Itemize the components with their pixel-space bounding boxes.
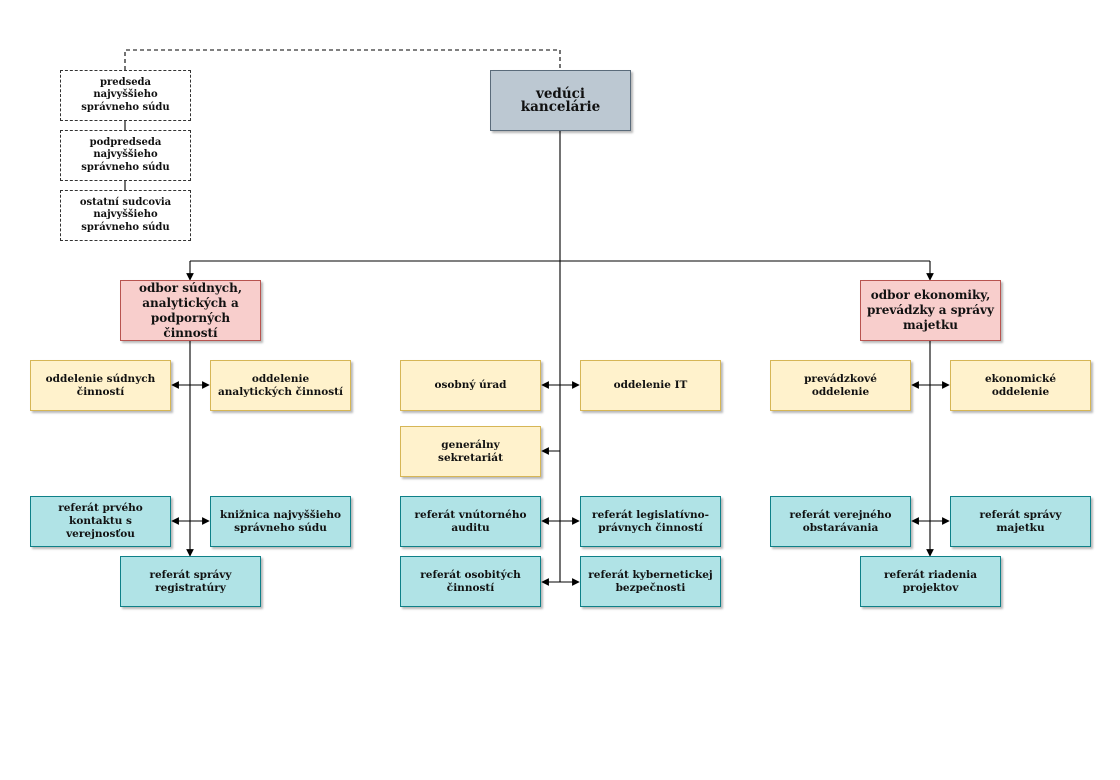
- dept-economic-box: ekonomické oddelenie: [950, 360, 1091, 411]
- head-of-office-label: vedúci kancelárie: [520, 85, 601, 115]
- ref-projects-label: referát riadenia projektov: [883, 568, 978, 594]
- dept-economic-label: ekonomické oddelenie: [984, 372, 1057, 398]
- ref-property-box: referát správy majetku: [950, 496, 1091, 547]
- ref-public-contact-box: referát prvého kontaktu s verejnosťou: [30, 496, 171, 547]
- it-department-label: oddelenie IT: [613, 379, 688, 391]
- general-secretariat-label: generálny sekretariát: [438, 438, 503, 464]
- ref-procurement-label: referát verejného obstarávania: [789, 508, 892, 534]
- left-division-label: odbor súdnych, analytických a podporných…: [138, 280, 243, 340]
- dept-judicial-box: oddelenie súdnych činností: [30, 360, 171, 411]
- ref-property-label: referát správy majetku: [979, 508, 1062, 534]
- dept-operations-box: prevádzkové oddelenie: [770, 360, 911, 411]
- ref-library-box: knižnica najvyššieho správneho súdu: [210, 496, 351, 547]
- dept-judicial-label: oddelenie súdnych činností: [45, 372, 156, 398]
- personnel-office-label: osobný úrad: [434, 379, 507, 391]
- personnel-office-box: osobný úrad: [400, 360, 541, 411]
- vice-chairman-label: podpredseda najvyššieho správneho súdu: [81, 136, 170, 173]
- it-department-box: oddelenie IT: [580, 360, 721, 411]
- right-division-box: odbor ekonomiky, prevádzky a správy maje…: [860, 280, 1001, 341]
- general-secretariat-box: generálny sekretariát: [400, 426, 541, 477]
- dashed-link-court-to-head: [124, 49, 561, 70]
- ref-legislative-box: referát legislatívno-právnych činností: [580, 496, 721, 547]
- left-division-box: odbor súdnych, analytických a podporných…: [120, 280, 261, 341]
- chairman-label: predseda najvyššieho správneho súdu: [81, 76, 170, 113]
- dept-operations-label: prevádzkové oddelenie: [804, 372, 877, 398]
- ref-legislative-label: referát legislatívno-právnych činností: [592, 508, 709, 534]
- dept-analytical-box: oddelenie analytických činností: [210, 360, 351, 411]
- ref-procurement-box: referát verejného obstarávania: [770, 496, 911, 547]
- dept-analytical-label: oddelenie analytických činností: [217, 372, 344, 398]
- right-division-label: odbor ekonomiky, prevádzky a správy maje…: [867, 288, 994, 332]
- ref-special-box: referát osobitých činností: [400, 556, 541, 607]
- ref-internal-audit-label: referát vnútorného auditu: [414, 508, 527, 534]
- judges-label: ostatní sudcovia najvyššieho správneho s…: [79, 196, 172, 233]
- judges-box: ostatní sudcovia najvyššieho správneho s…: [60, 190, 191, 241]
- ref-library-label: knižnica najvyššieho správneho súdu: [220, 508, 341, 534]
- vice-chairman-box: podpredseda najvyššieho správneho súdu: [60, 130, 191, 181]
- ref-projects-box: referát riadenia projektov: [860, 556, 1001, 607]
- ref-internal-audit-box: referát vnútorného auditu: [400, 496, 541, 547]
- chairman-box: predseda najvyššieho správneho súdu: [60, 70, 191, 121]
- ref-special-label: referát osobitých činností: [420, 568, 521, 594]
- ref-registry-label: referát správy registratúry: [149, 568, 232, 594]
- head-of-office-box: vedúci kancelárie: [490, 70, 631, 131]
- ref-cyber-box: referát kybernetickej bezpečnosti: [580, 556, 721, 607]
- ref-registry-box: referát správy registratúry: [120, 556, 261, 607]
- ref-public-contact-label: referát prvého kontaktu s verejnosťou: [58, 502, 143, 540]
- ref-cyber-label: referát kybernetickej bezpečnosti: [588, 568, 713, 594]
